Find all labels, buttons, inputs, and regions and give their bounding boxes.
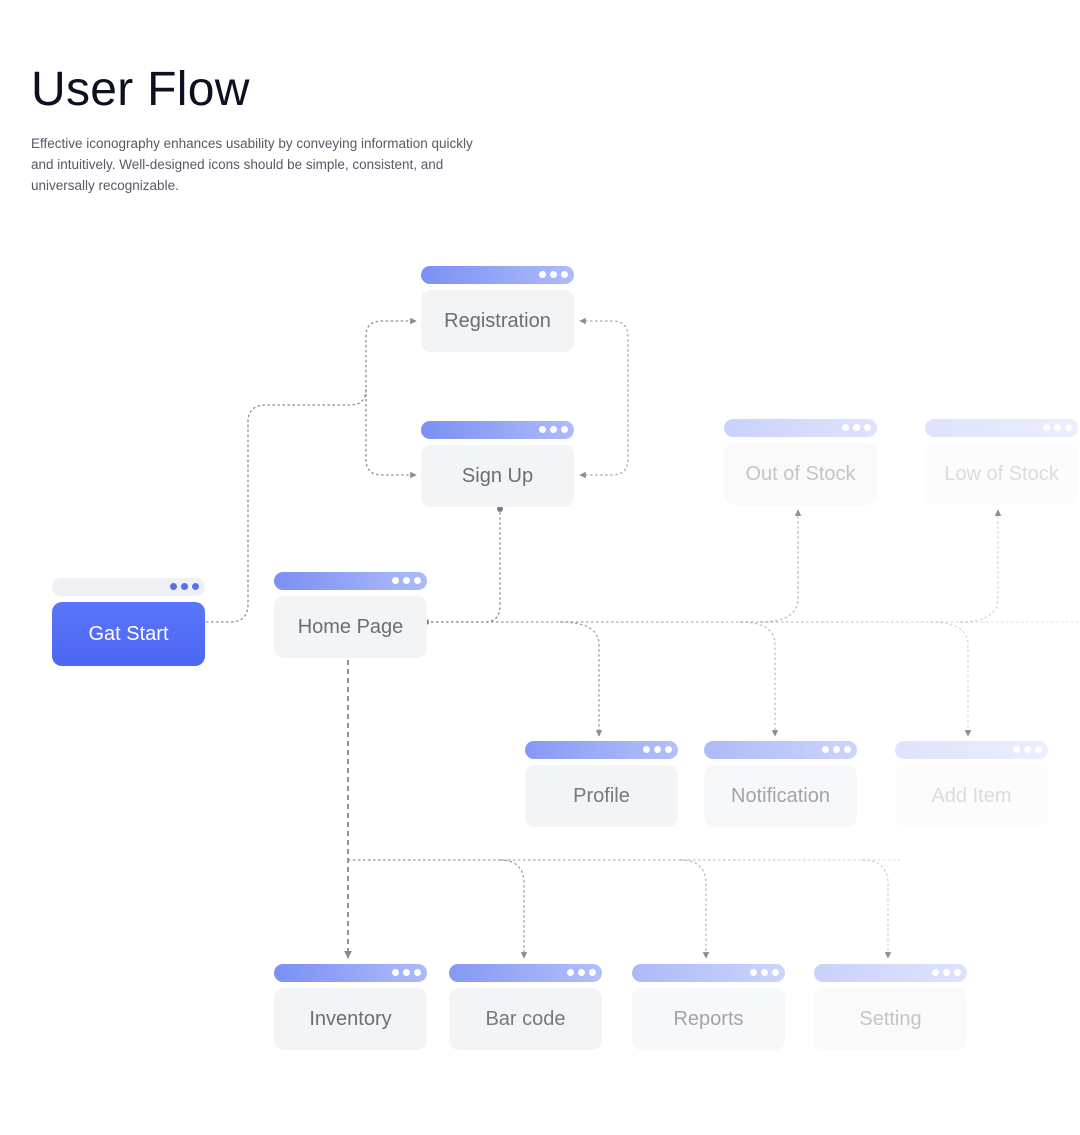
node-header-bar <box>632 964 785 982</box>
three-dots-icon <box>539 426 568 434</box>
node-header-bar <box>421 421 574 439</box>
node-label: Add Item <box>895 765 1048 827</box>
connector-registration-signup-loop <box>579 317 629 479</box>
three-dots-icon <box>750 969 779 977</box>
node-header-bar <box>704 741 857 759</box>
node-notification[interactable]: Notification <box>704 741 857 827</box>
node-header-bar <box>274 572 427 590</box>
node-label: Profile <box>525 765 678 827</box>
node-low-of-stock[interactable]: Low of Stock <box>925 419 1078 505</box>
three-dots-icon <box>842 424 871 432</box>
node-bar-code[interactable]: Bar code <box>449 964 602 1050</box>
connector-profile <box>559 621 603 737</box>
node-label: Reports <box>632 988 785 1050</box>
node-header-bar <box>274 964 427 982</box>
three-dots-icon <box>392 577 421 585</box>
three-dots-icon <box>1043 424 1072 432</box>
node-header-bar <box>525 741 678 759</box>
connector-low-of-stock <box>959 509 1002 623</box>
node-header-bar <box>421 266 574 284</box>
node-label: Out of Stock <box>724 443 877 505</box>
page-title: User Flow <box>31 63 250 116</box>
node-label: Sign Up <box>421 445 574 507</box>
connector-setting <box>861 859 892 959</box>
node-label: Low of Stock <box>925 443 1078 505</box>
connector-reports <box>679 859 710 959</box>
node-label: Setting <box>814 988 967 1050</box>
node-label: Inventory <box>274 988 427 1050</box>
three-dots-icon <box>170 583 199 591</box>
node-home-page[interactable]: Home Page <box>274 572 427 658</box>
node-header-bar <box>724 419 877 437</box>
node-label: Notification <box>704 765 857 827</box>
connector-start-registration <box>206 317 417 623</box>
node-label: Bar code <box>449 988 602 1050</box>
node-get-start[interactable]: Gat Start <box>52 578 205 666</box>
node-sign-up[interactable]: Sign Up <box>421 421 574 507</box>
three-dots-icon <box>539 271 568 279</box>
three-dots-icon <box>643 746 672 754</box>
connector-start-signup <box>365 389 417 479</box>
node-label: Home Page <box>274 596 427 658</box>
node-registration[interactable]: Registration <box>421 266 574 352</box>
node-add-item[interactable]: Add Item <box>895 741 1048 827</box>
connector-home-signup <box>426 510 501 623</box>
connector-bar-code <box>499 859 528 959</box>
signup-port-dot <box>497 506 503 512</box>
node-header-bar <box>449 964 602 982</box>
node-setting[interactable]: Setting <box>814 964 967 1050</box>
connector-add-item <box>929 621 972 737</box>
node-reports[interactable]: Reports <box>632 964 785 1050</box>
page-description: Effective iconography enhances usability… <box>31 136 473 193</box>
node-label: Gat Start <box>52 602 205 666</box>
node-header-bar <box>895 741 1048 759</box>
three-dots-icon <box>567 969 596 977</box>
three-dots-icon <box>392 969 421 977</box>
node-out-of-stock[interactable]: Out of Stock <box>724 419 877 505</box>
connector-out-of-stock <box>759 509 802 623</box>
connector-notification <box>739 621 779 737</box>
three-dots-icon <box>932 969 961 977</box>
three-dots-icon <box>1013 746 1042 754</box>
node-label: Registration <box>421 290 574 352</box>
node-header-bar <box>925 419 1078 437</box>
node-inventory[interactable]: Inventory <box>274 964 427 1050</box>
node-header-bar <box>814 964 967 982</box>
three-dots-icon <box>822 746 851 754</box>
node-profile[interactable]: Profile <box>525 741 678 827</box>
node-header-bar <box>52 578 205 596</box>
